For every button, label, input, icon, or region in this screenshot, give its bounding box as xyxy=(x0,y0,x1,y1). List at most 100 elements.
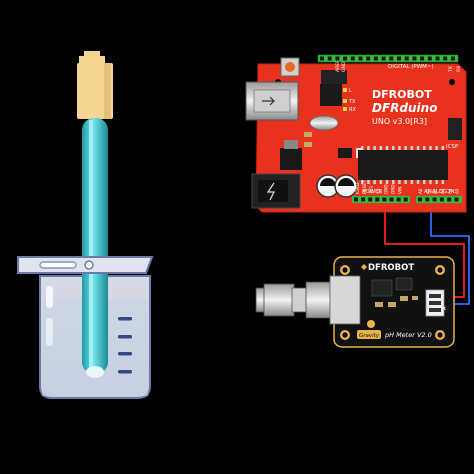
wire-a0-blue xyxy=(430,206,470,305)
header-pin xyxy=(367,146,370,150)
header-pin xyxy=(361,146,364,150)
wire-5v-red xyxy=(384,206,465,298)
undefined-a2: A2 xyxy=(433,188,438,194)
ph-brand: DFROBOT xyxy=(368,263,414,273)
reset-button-cap xyxy=(285,62,295,72)
header-pin xyxy=(450,56,455,61)
tx-pin-label: TX xyxy=(448,66,454,73)
header-pin xyxy=(398,146,401,150)
rx-pin-label: RX xyxy=(456,66,462,72)
header-pin xyxy=(398,180,401,184)
voltage-regulator xyxy=(280,148,302,170)
undefined-gnd: GND xyxy=(383,184,388,194)
ph-chip-2 xyxy=(395,277,413,291)
header-pin xyxy=(396,197,401,202)
header-pin xyxy=(375,197,380,202)
header-pin xyxy=(427,56,432,61)
header-pin xyxy=(441,180,445,184)
header-pin xyxy=(432,197,437,202)
header-pin xyxy=(392,146,395,150)
undefined-a0: A0 xyxy=(418,188,423,194)
header-pin xyxy=(420,56,425,61)
digital-header xyxy=(317,54,459,63)
header-pin xyxy=(454,197,459,202)
icsp-header xyxy=(321,70,462,140)
header-pin xyxy=(343,56,348,61)
probe-clip xyxy=(84,260,94,270)
gravity-badge xyxy=(357,330,381,339)
ph-mount-holes xyxy=(340,265,445,340)
header-pin xyxy=(423,180,426,184)
header-pin xyxy=(389,197,394,202)
microcontroller xyxy=(358,146,448,184)
header-pin xyxy=(403,197,408,202)
header-pin xyxy=(439,197,444,202)
undefined-vin: VIN xyxy=(398,187,403,194)
probe-stem xyxy=(82,118,108,378)
ph-module-name: pH Meter V2.0 xyxy=(384,331,432,339)
led-tx-label: TX xyxy=(348,99,356,105)
beaker-with-probe xyxy=(17,51,154,399)
undefined-ioref: IOREF xyxy=(355,181,360,194)
ph-pin-a-label: A xyxy=(442,306,448,310)
header-pin xyxy=(423,146,426,150)
power-jack xyxy=(251,173,301,209)
digital-header-label: DIGITAL (PWM~) xyxy=(388,64,434,70)
header-pin xyxy=(350,56,355,61)
led-l xyxy=(343,88,347,92)
header-pin xyxy=(443,56,448,61)
header-pin xyxy=(447,197,452,202)
header-pin xyxy=(379,180,383,184)
probe-bulb xyxy=(86,366,104,378)
arduino-brand: DFROBOT xyxy=(372,88,432,101)
header-pin xyxy=(435,180,438,184)
undefined-gnd: GND xyxy=(391,184,396,194)
gnd-top-label: GND xyxy=(341,61,347,72)
led-tx xyxy=(343,99,347,103)
header-pin xyxy=(389,56,394,61)
header-pin xyxy=(418,197,422,202)
analog-in-label: ANALOG IN xyxy=(424,189,455,195)
led-rx xyxy=(343,107,347,111)
power-label: POWER xyxy=(362,189,383,195)
header-pin xyxy=(335,56,340,61)
header-pin xyxy=(381,56,386,61)
header-pin xyxy=(320,56,324,61)
undefined-a5: A5 xyxy=(455,188,460,194)
undefined-a1: A1 xyxy=(425,188,430,194)
dfrobot-logo-icon xyxy=(361,264,367,270)
usb-port xyxy=(245,81,299,121)
header-pin xyxy=(429,180,432,184)
header-pin xyxy=(385,180,389,184)
power-header xyxy=(352,196,410,203)
usb-icon xyxy=(262,96,275,106)
undefined-reset: RESET xyxy=(362,180,367,194)
header-pin xyxy=(404,56,409,61)
analog-header xyxy=(416,196,462,203)
header-pin xyxy=(373,146,376,150)
probe-cap xyxy=(77,51,113,119)
header-pin xyxy=(367,180,370,184)
header-pin xyxy=(412,56,417,61)
header-pin xyxy=(441,146,445,150)
header-pin xyxy=(429,146,432,150)
arduino-model: DFRduino xyxy=(372,101,437,115)
header-pin xyxy=(327,56,332,61)
ph-meter-module: DFROBOT A Gravity pH Meter V2.0 xyxy=(255,256,455,348)
crystal xyxy=(309,115,339,131)
undefined-3v3: 3V3 xyxy=(369,185,374,194)
header-pin xyxy=(404,180,407,184)
beaker-highlight xyxy=(46,286,53,308)
power-icon xyxy=(266,182,275,201)
header-pin xyxy=(373,180,376,184)
capacitors xyxy=(316,174,358,198)
header-pin xyxy=(392,180,395,184)
wires xyxy=(384,206,470,305)
usb-chip xyxy=(320,84,342,106)
header-pin xyxy=(354,197,358,202)
ph-droplet-icon xyxy=(367,320,375,328)
header-pin xyxy=(373,56,378,61)
header-pin xyxy=(425,197,430,202)
aref-label: AREF xyxy=(335,60,341,72)
header-pin xyxy=(361,180,364,184)
